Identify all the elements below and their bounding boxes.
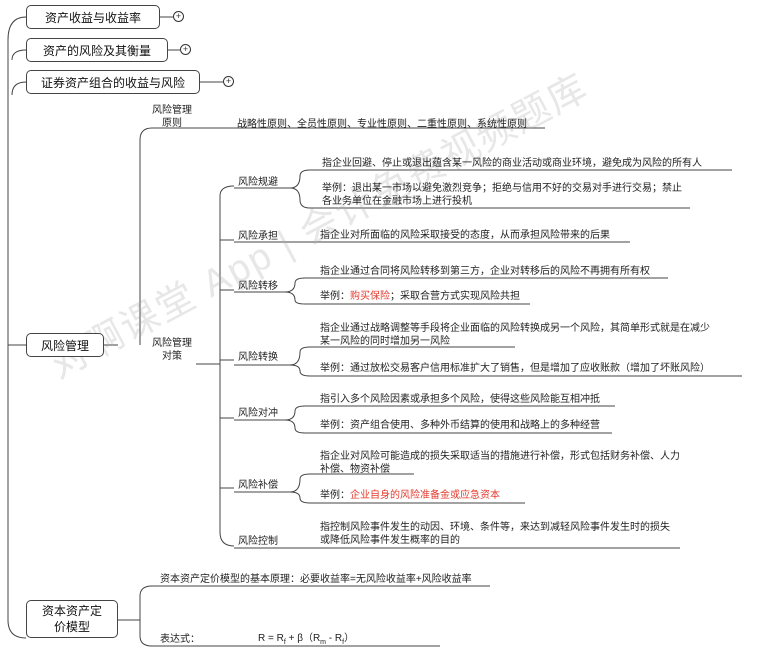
capm-principle: 资本资产定价模型的基本原理：必要收益率=无风险收益率+风险收益率	[160, 574, 472, 585]
hedge-desc: 指引入多个风险因素或承担多个风险，使得这些风险能互相冲抵	[320, 394, 600, 405]
transfer-example-highlight: 购买保险	[350, 291, 390, 302]
principles-label: 风险管理原则	[152, 105, 192, 129]
capm-label: 资本资产定价模型	[41, 604, 102, 634]
compensate-example-highlight: 企业自身的风险准备金或应急资本	[350, 490, 500, 501]
formula-part: + β（R	[285, 633, 321, 644]
formula-sub-f: f	[283, 639, 286, 646]
compensate-example: 举例：企业自身的风险准备金或应急资本	[320, 489, 500, 502]
compensate-example-prefix: 举例：	[320, 490, 350, 501]
strategies-label: 风险管理对策	[152, 338, 192, 362]
capm-expr-label: 表达式：	[160, 634, 200, 645]
strategy-accept-label: 风险承担	[238, 231, 278, 242]
compensate-desc: 指企业对风险可能造成的损失采取适当的措施进行补偿，形式包括财务补偿、人力补偿、物…	[320, 451, 680, 475]
strategy-compensate-label: 风险补偿	[238, 480, 278, 491]
formula-sub-f: f	[342, 639, 345, 646]
strategy-convert-label: 风险转换	[238, 352, 278, 363]
transfer-example-prefix: 举例：	[320, 291, 350, 302]
avoid-desc: 指企业回避、停止或退出蕴含某一风险的商业活动或商业环境，避免成为风险的所有人	[322, 158, 702, 169]
strategy-avoid-label: 风险规避	[238, 177, 278, 188]
strategy-hedge-label: 风险对冲	[238, 408, 278, 419]
expand-icon[interactable]: +	[223, 76, 234, 87]
topic-box-returns[interactable]: 资产收益与收益率	[26, 5, 160, 29]
expand-icon[interactable]: +	[173, 11, 184, 22]
topic-box-risk-measure[interactable]: 资产的风险及其衡量	[26, 38, 168, 62]
convert-example: 举例：通过放松交易客户信用标准扩大了销售，但是增加了应收账款（增加了坏账风险）	[320, 363, 710, 374]
transfer-desc: 指企业通过合同将风险转移到第三方，企业对转移后的风险不再拥有所有权	[320, 266, 650, 277]
topic-box-capm[interactable]: 资本资产定价模型	[26, 600, 118, 638]
avoid-example: 举例：退出某一市场以避免激烈竞争；拒绝与信用不好的交易对手进行交易；禁止各业务单…	[322, 183, 682, 207]
capm-formula: R = Rf + β（Rm - Rf）	[258, 632, 354, 649]
strategy-transfer-label: 风险转移	[238, 281, 278, 292]
hedge-example: 举例：资产组合使用、多种外币结算的使用和战略上的多种经营	[320, 420, 600, 431]
convert-desc: 指企业通过战略调整等手段将企业面临的风险转换成另一个风险，其简单形式就是在减少某…	[320, 323, 710, 347]
transfer-example: 举例：购买保险；采取合营方式实现风险共担	[320, 290, 520, 303]
strategy-control-label: 风险控制	[238, 536, 278, 547]
control-desc: 指控制风险事件发生的动因、环境、条件等，来达到减轻风险事件发生时的损失或降低风险…	[320, 522, 670, 546]
formula-part: - R	[326, 633, 343, 644]
expand-icon[interactable]: +	[180, 44, 191, 55]
topic-box-risk-management[interactable]: 风险管理	[26, 333, 104, 357]
accept-desc: 指企业对所面临的风险采取接受的态度，从而承担风险带来的后果	[320, 230, 610, 241]
formula-part: R = R	[258, 633, 284, 644]
formula-part: ）	[344, 633, 355, 644]
transfer-example-suffix: ；采取合营方式实现风险共担	[390, 291, 520, 302]
topic-box-portfolio[interactable]: 证券资产组合的收益与风险	[26, 70, 200, 94]
formula-sub-m: m	[320, 639, 327, 646]
principles-content: 战略性原则、全员性原则、专业性原则、二重性原则、系统性原则	[237, 119, 527, 130]
